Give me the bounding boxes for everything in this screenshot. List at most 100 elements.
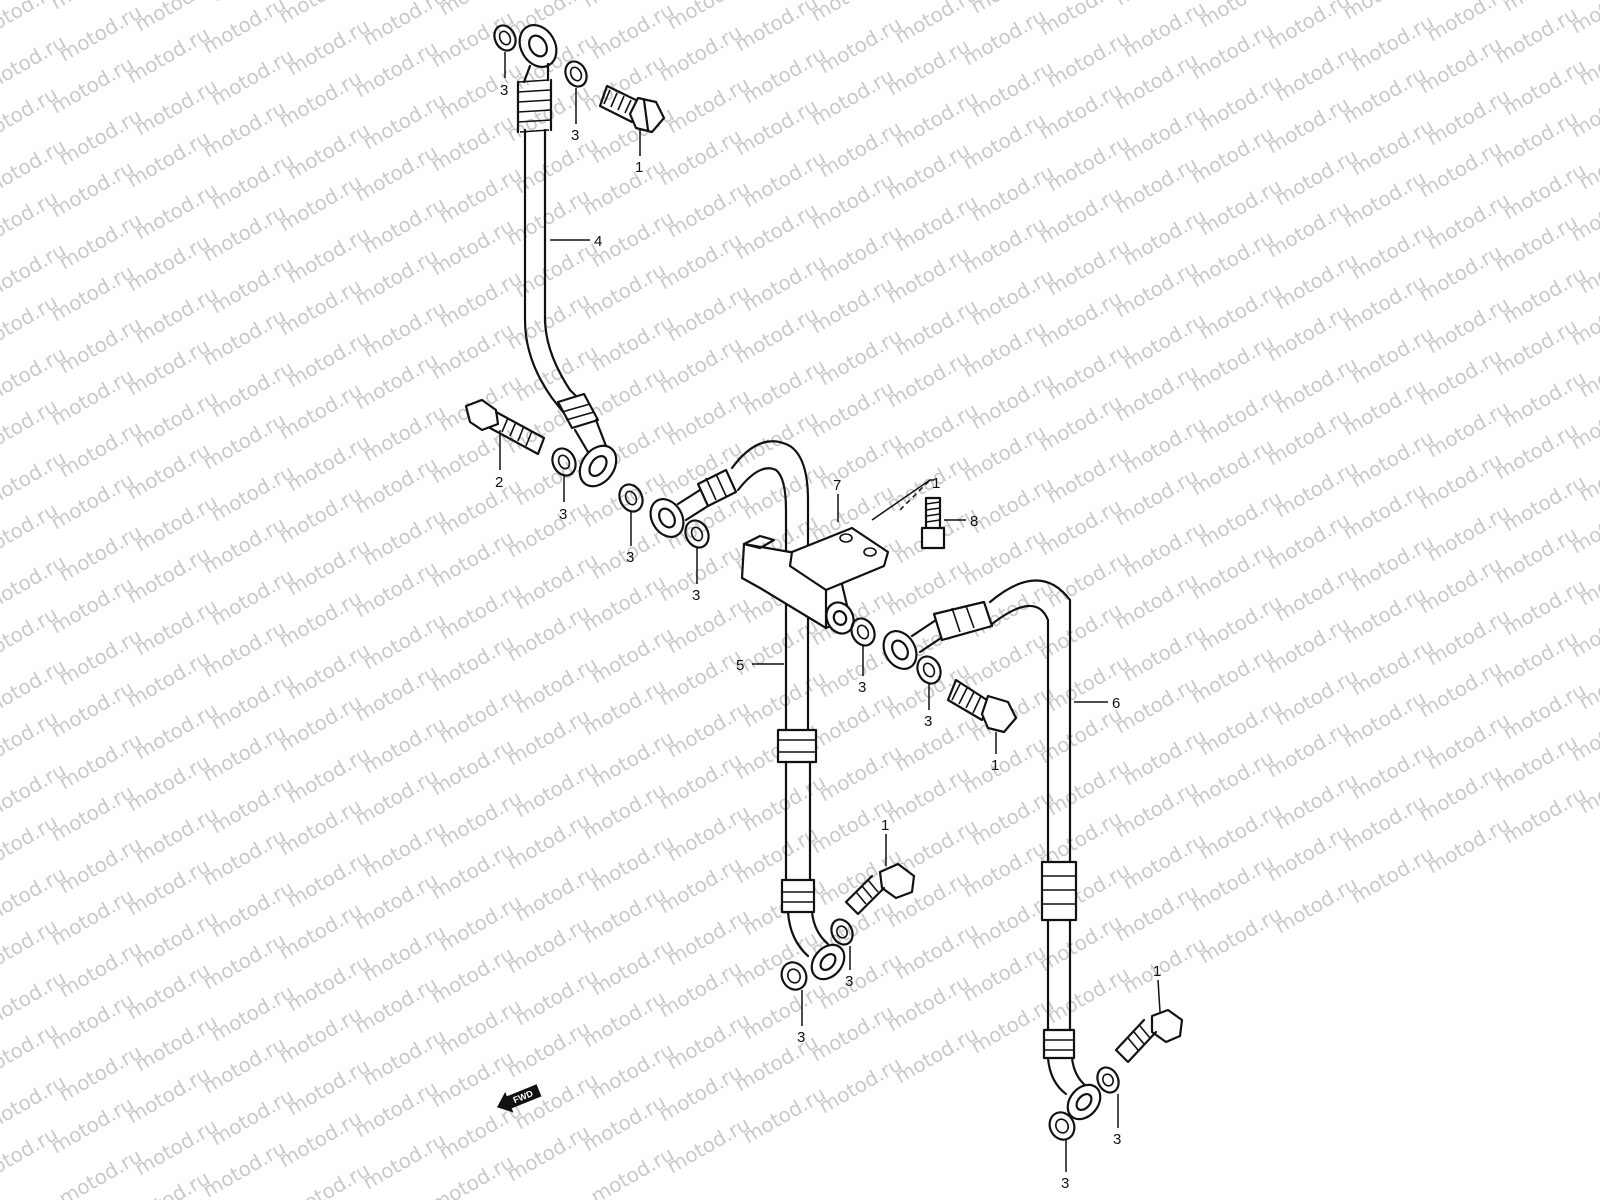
- callout-3: 3: [626, 549, 634, 566]
- watermark-text: motod.ru: [1499, 678, 1590, 745]
- callout-3: 3: [845, 973, 853, 990]
- watermark-text: motod.ru: [1423, 0, 1514, 46]
- watermark-text: motod.ru: [207, 980, 298, 1047]
- watermark-text: motod.ru: [1271, 872, 1362, 939]
- watermark-text: motod.ru: [815, 1052, 906, 1119]
- watermark-text: motod.ru: [1195, 70, 1286, 137]
- watermark-text: motod.ru: [663, 280, 754, 347]
- watermark-text: motod.ru: [663, 1112, 754, 1179]
- callout-1: 1: [635, 159, 643, 176]
- watermark-text: motod.ru: [1423, 604, 1514, 671]
- watermark-text: motod.ru: [739, 978, 830, 1045]
- watermark-text: motod.ru: [0, 1070, 70, 1137]
- watermark-text: motod.ru: [435, 890, 526, 957]
- watermark-text: motod.ru: [131, 74, 222, 141]
- brake-hose-5: [649, 440, 846, 981]
- watermark-text: motod.ru: [1043, 442, 1134, 509]
- watermark-text: motod.ru: [207, 460, 298, 527]
- watermark-text: motod.ru: [1119, 828, 1210, 895]
- watermark-text: motod.ru: [55, 936, 146, 1003]
- watermark-text: motod.ru: [283, 222, 374, 289]
- watermark-text: motod.ru: [1119, 412, 1210, 479]
- watermark-text: motod.ru: [1271, 248, 1362, 315]
- watermark-text: motod.ru: [207, 148, 298, 215]
- washer-3-lower-a: [830, 918, 854, 946]
- watermark-text: motod.ru: [131, 1010, 222, 1077]
- watermark-text: motod.ru: [891, 86, 982, 153]
- watermark-text: motod.ru: [0, 30, 70, 97]
- fwd-arrow-icon: [497, 1084, 542, 1113]
- watermark-text: motod.ru: [1347, 738, 1438, 805]
- watermark-text: motod.ru: [891, 0, 982, 48]
- watermark-text: motod.ru: [967, 264, 1058, 331]
- watermark-text: motod.ru: [739, 250, 830, 317]
- washer-3-center-a: [850, 617, 876, 647]
- watermark-text: motod.ru: [1119, 204, 1210, 271]
- washer-3-mid-c: [684, 519, 710, 549]
- banjo-bolt-1-lower-left: [844, 862, 916, 916]
- watermark-text: motod.ru: [1423, 396, 1514, 463]
- watermark-text: motod.ru: [359, 400, 450, 467]
- watermark-text: motod.ru: [207, 772, 298, 839]
- watermark-text: motod.ru: [511, 964, 602, 1031]
- watermark-text: motod.ru: [1347, 218, 1438, 285]
- washer-3-center-b: [916, 655, 942, 685]
- watermark-text: motod.ru: [55, 520, 146, 587]
- watermark-text: motod.ru: [435, 162, 526, 229]
- watermark-text: motod.ru: [359, 296, 450, 363]
- watermark-text: motod.ru: [199, 1136, 290, 1200]
- watermark-text: motod.ru: [1195, 590, 1286, 657]
- callout-5: 5: [736, 657, 744, 674]
- watermark-text: motod.ru: [815, 324, 906, 391]
- watermark-text: motod.ru: [0, 758, 70, 825]
- watermark-text: motod.ru: [359, 1128, 450, 1195]
- washer-3-lower-c: [1096, 1066, 1120, 1094]
- watermark-text: motod.ru: [1119, 724, 1210, 791]
- watermark-text: motod.ru: [435, 58, 526, 125]
- callout-3: 3: [571, 127, 579, 144]
- watermark-text: motod.ru: [1195, 174, 1286, 241]
- watermark-text: motod.ru: [283, 742, 374, 809]
- watermark-text: motod.ru: [131, 490, 222, 557]
- washer-3-top-left: [493, 24, 517, 52]
- watermark-text: motod.ru: [1195, 278, 1286, 345]
- brake-hose-joint-7: [740, 526, 890, 635]
- watermark-text: motod.ru: [207, 356, 298, 423]
- watermark-text: motod.ru: [131, 906, 222, 973]
- watermark-text: motod.ru: [739, 1082, 830, 1149]
- watermark-text: motod.ru: [0, 550, 70, 617]
- watermark-text: motod.ru: [663, 592, 754, 659]
- watermark-text: motod.ru: [891, 918, 982, 985]
- callout-1: 1: [932, 475, 940, 492]
- watermark-text: motod.ru: [1271, 560, 1362, 627]
- watermark-text: motod.ru: [1499, 262, 1590, 329]
- watermark-text: motod.ru: [55, 416, 146, 483]
- watermark-text: motod.ru: [0, 654, 70, 721]
- watermark-text: motod.ru: [1119, 932, 1210, 999]
- watermark-text: motod.ru: [435, 786, 526, 853]
- callout-4: 4: [594, 233, 602, 250]
- watermark-text: motod.ru: [0, 1122, 62, 1189]
- watermark-text: motod.ru: [1195, 486, 1286, 553]
- watermark-text: motod.ru: [55, 0, 146, 66]
- watermark-text: motod.ru: [587, 726, 678, 793]
- watermark-text: motod.ru: [131, 1114, 222, 1181]
- watermark-text: motod.ru: [1499, 366, 1590, 433]
- watermark-text: motod.ru: [663, 800, 754, 867]
- watermark-text: motod.ru: [815, 12, 906, 79]
- watermark-text: motod.ru: [511, 860, 602, 927]
- watermark-text: motod.ru: [815, 428, 906, 495]
- watermark-text: motod.ru: [359, 1024, 450, 1091]
- watermark-text: motod.ru: [891, 190, 982, 257]
- watermark-text: motod.ru: [131, 802, 222, 869]
- watermark-text: motod.ru: [1271, 40, 1362, 107]
- watermark-text: motod.ru: [1499, 54, 1590, 121]
- watermark-text: motod.ru: [283, 534, 374, 601]
- watermark-text: motod.ru: [435, 474, 526, 541]
- callout-labels: 3 3 1 4 2 3 3 3 7 8 5 3 3 1 6 1 3 3 1 3 …: [495, 82, 1121, 1192]
- watermark-text: motod.ru: [55, 624, 146, 691]
- callout-3: 3: [692, 587, 700, 604]
- watermark-text: motod.ru: [891, 398, 982, 465]
- watermark-text: motod.ru: [0, 134, 70, 201]
